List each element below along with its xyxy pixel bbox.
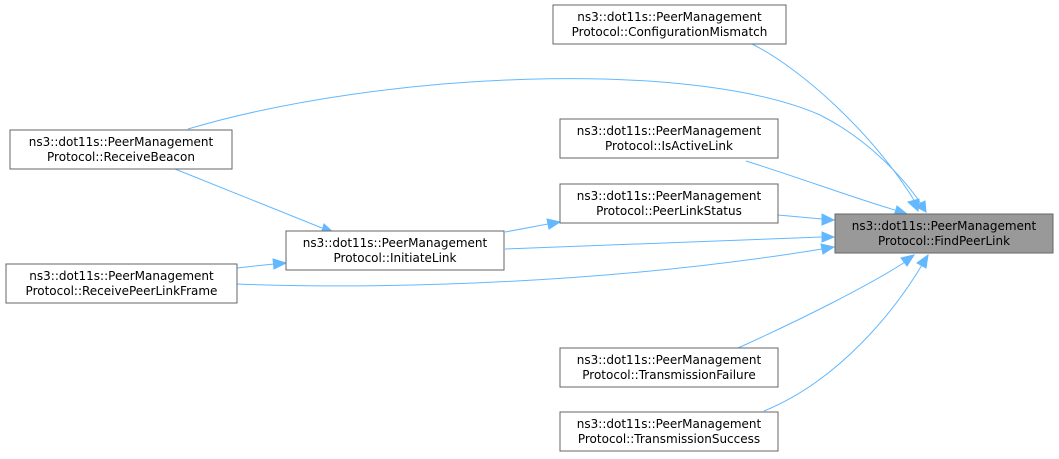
edge-receivebeacon-to-findpeerlink <box>187 78 927 213</box>
node-label-line1: ns3::dot11s::PeerManagement <box>577 124 762 138</box>
node-label-line1: ns3::dot11s::PeerManagement <box>577 10 762 24</box>
node-label-line1: ns3::dot11s::PeerManagement <box>29 135 214 149</box>
node-label-line2: Protocol::FindPeerLink <box>878 234 1010 248</box>
edge-initiatelink-to-findpeerlink <box>504 231 836 250</box>
node-receive-beacon[interactable]: ns3::dot11s::PeerManagement Protocol::Re… <box>9 129 233 170</box>
node-transmission-success[interactable]: ns3::dot11s::PeerManagement Protocol::Tr… <box>559 411 779 452</box>
node-configuration-mismatch[interactable]: ns3::dot11s::PeerManagement Protocol::Co… <box>552 4 787 45</box>
node-label-line2: Protocol::ConfigurationMismatch <box>572 25 768 39</box>
node-label-line1: ns3::dot11s::PeerManagement <box>577 353 762 367</box>
node-label-line2: Protocol::ReceiveBeacon <box>47 150 195 164</box>
node-peer-link-status[interactable]: ns3::dot11s::PeerManagement Protocol::Pe… <box>559 183 779 224</box>
node-label-line2: Protocol::InitiateLink <box>334 251 457 265</box>
node-label-line2: Protocol::TransmissionSuccess <box>578 432 760 446</box>
edges <box>174 43 929 412</box>
node-label-line2: Protocol::IsActiveLink <box>605 139 733 153</box>
node-label-line1: ns3::dot11s::PeerManagement <box>577 189 762 203</box>
node-transmission-failure[interactable]: ns3::dot11s::PeerManagement Protocol::Tr… <box>559 347 779 388</box>
edge-receivepeerlinkframe-to-initiatelink <box>236 258 288 270</box>
node-label-line1: ns3::dot11s::PeerManagement <box>852 219 1037 233</box>
node-find-peer-link[interactable]: ns3::dot11s::PeerManagement Protocol::Fi… <box>834 213 1054 254</box>
node-label-line2: Protocol::ReceivePeerLinkFrame <box>26 284 218 298</box>
node-label-line2: Protocol::TransmissionFailure <box>582 368 755 382</box>
node-label-line1: ns3::dot11s::PeerManagement <box>577 417 762 431</box>
node-label-line1: ns3::dot11s::PeerManagement <box>303 236 488 250</box>
node-label-line2: Protocol::PeerLinkStatus <box>596 204 742 218</box>
edge-transmissionfailure-to-findpeerlink <box>737 254 916 349</box>
node-label-line1: ns3::dot11s::PeerManagement <box>29 269 214 283</box>
edge-transmissionsuccess-to-findpeerlink <box>763 253 929 412</box>
node-receive-peer-link-frame[interactable]: ns3::dot11s::PeerManagement Protocol::Re… <box>5 263 238 304</box>
edge-receivepeerlinkframe-to-findpeerlink <box>236 243 836 287</box>
node-initiate-link[interactable]: ns3::dot11s::PeerManagement Protocol::In… <box>285 230 505 271</box>
node-is-active-link[interactable]: ns3::dot11s::PeerManagement Protocol::Is… <box>559 118 779 159</box>
edge-initiatelink-to-peerlinkstatus <box>504 218 562 233</box>
edge-receivebeacon-to-initiatelink <box>174 168 336 235</box>
edge-peerlinkstatus-to-findpeerlink <box>777 213 836 226</box>
